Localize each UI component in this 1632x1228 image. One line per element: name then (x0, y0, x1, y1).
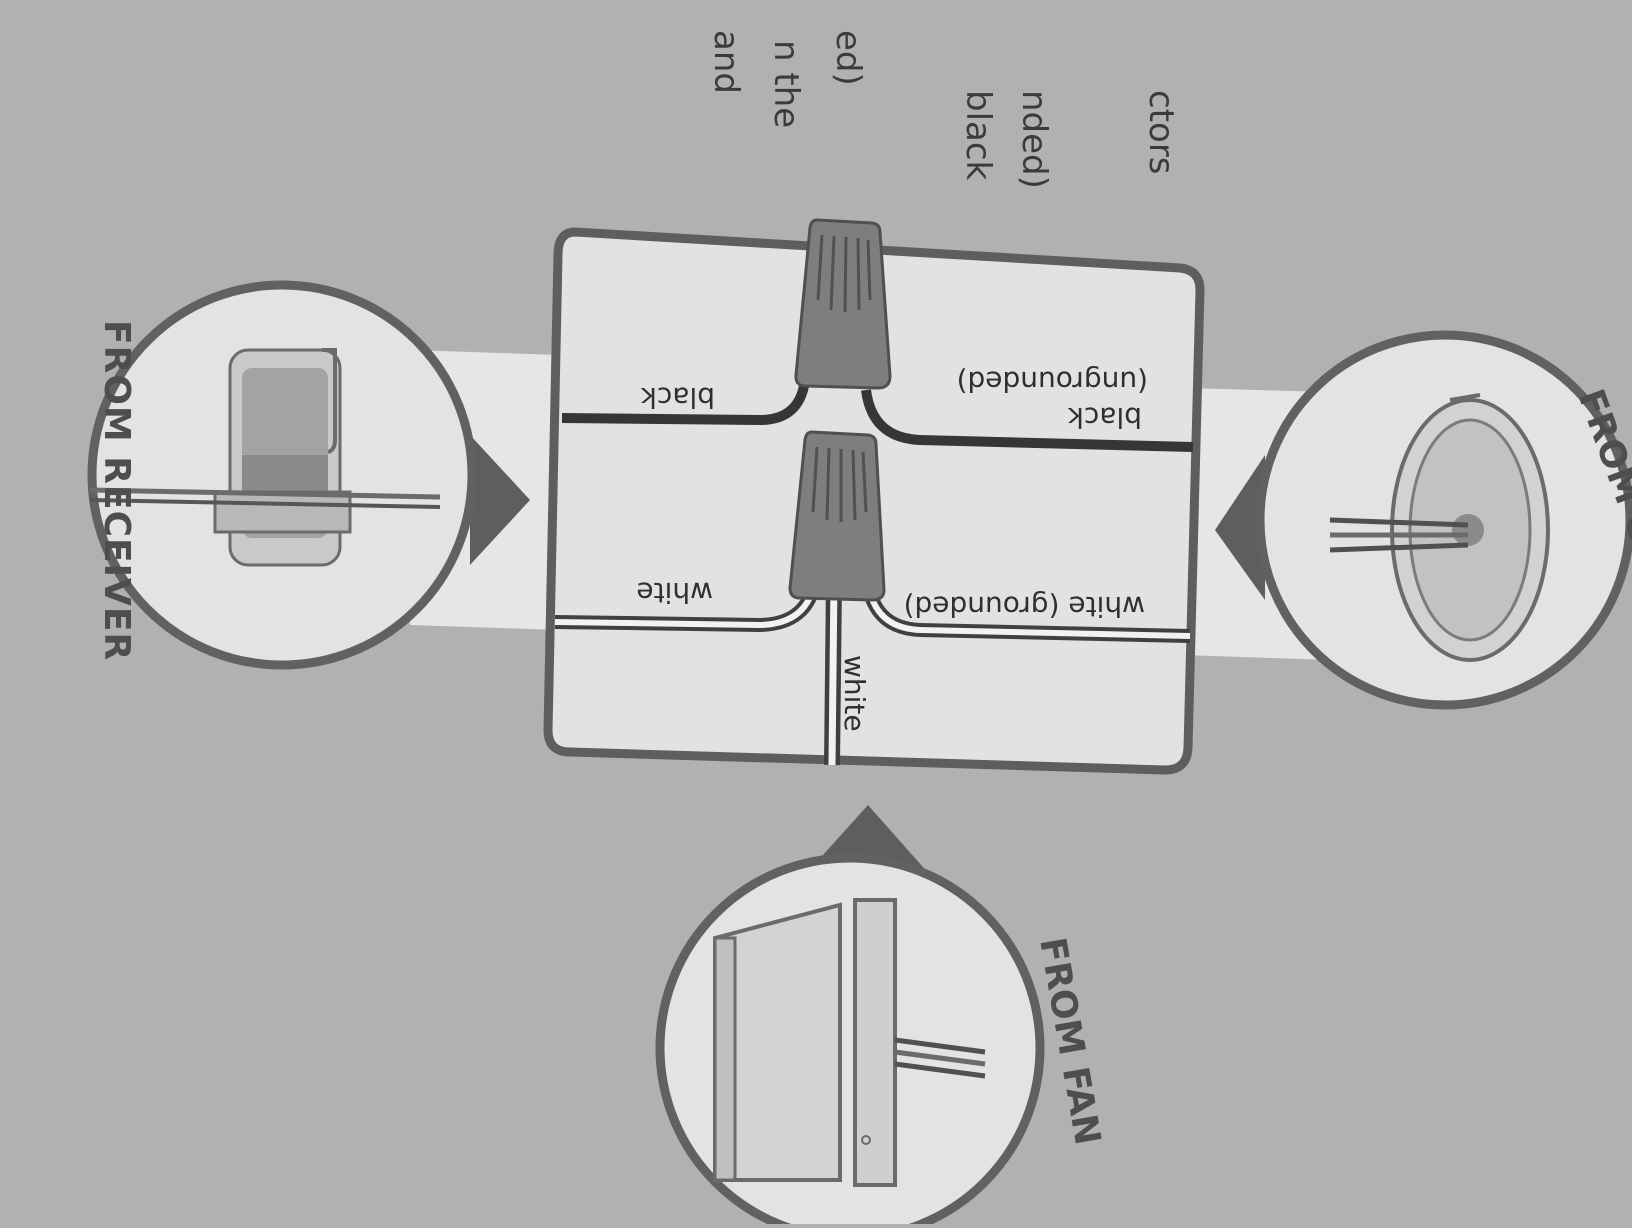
ceiling-pointer (1215, 455, 1265, 600)
black-wire-connector (794, 218, 892, 390)
black-wire-ceiling (861, 389, 1194, 452)
ceiling-circle: FROM CEILING (1255, 330, 1632, 710)
ceiling-fixture-illustration (1329, 393, 1550, 662)
instruction-line-2: nded) (1014, 90, 1054, 189)
label-black-receiver: black (640, 381, 715, 414)
receiver-unit-illustration (89, 348, 441, 567)
label-white-fan: white (838, 655, 871, 732)
label-white-receiver: white (636, 576, 713, 609)
instruction-text: ctors nded) black ed) n the and (706, 30, 1181, 189)
instruction-line-1: ctors (1141, 90, 1181, 175)
black-wire-receiver (561, 379, 810, 426)
instruction-line-5: n the (766, 40, 806, 128)
instruction-line-6: and (706, 30, 746, 94)
from-receiver-label: FROM RECEIVER (96, 320, 137, 661)
fan-motor-illustration (713, 898, 986, 1187)
label-black-ceiling-line2: (ungrounded) (957, 365, 1148, 398)
instruction-line-3: black (958, 90, 998, 181)
junction-panel: black black (ungrounded) white white (gr… (543, 218, 1205, 775)
receiver-pointer (470, 435, 530, 565)
instruction-line-4: ed) (828, 30, 868, 86)
receiver-circle: FROM RECEIVER (87, 280, 477, 670)
label-black-ceiling-line1: black (1067, 401, 1142, 434)
white-wire-connector (788, 430, 886, 602)
label-white-ceiling: white (grounded) (904, 590, 1145, 623)
